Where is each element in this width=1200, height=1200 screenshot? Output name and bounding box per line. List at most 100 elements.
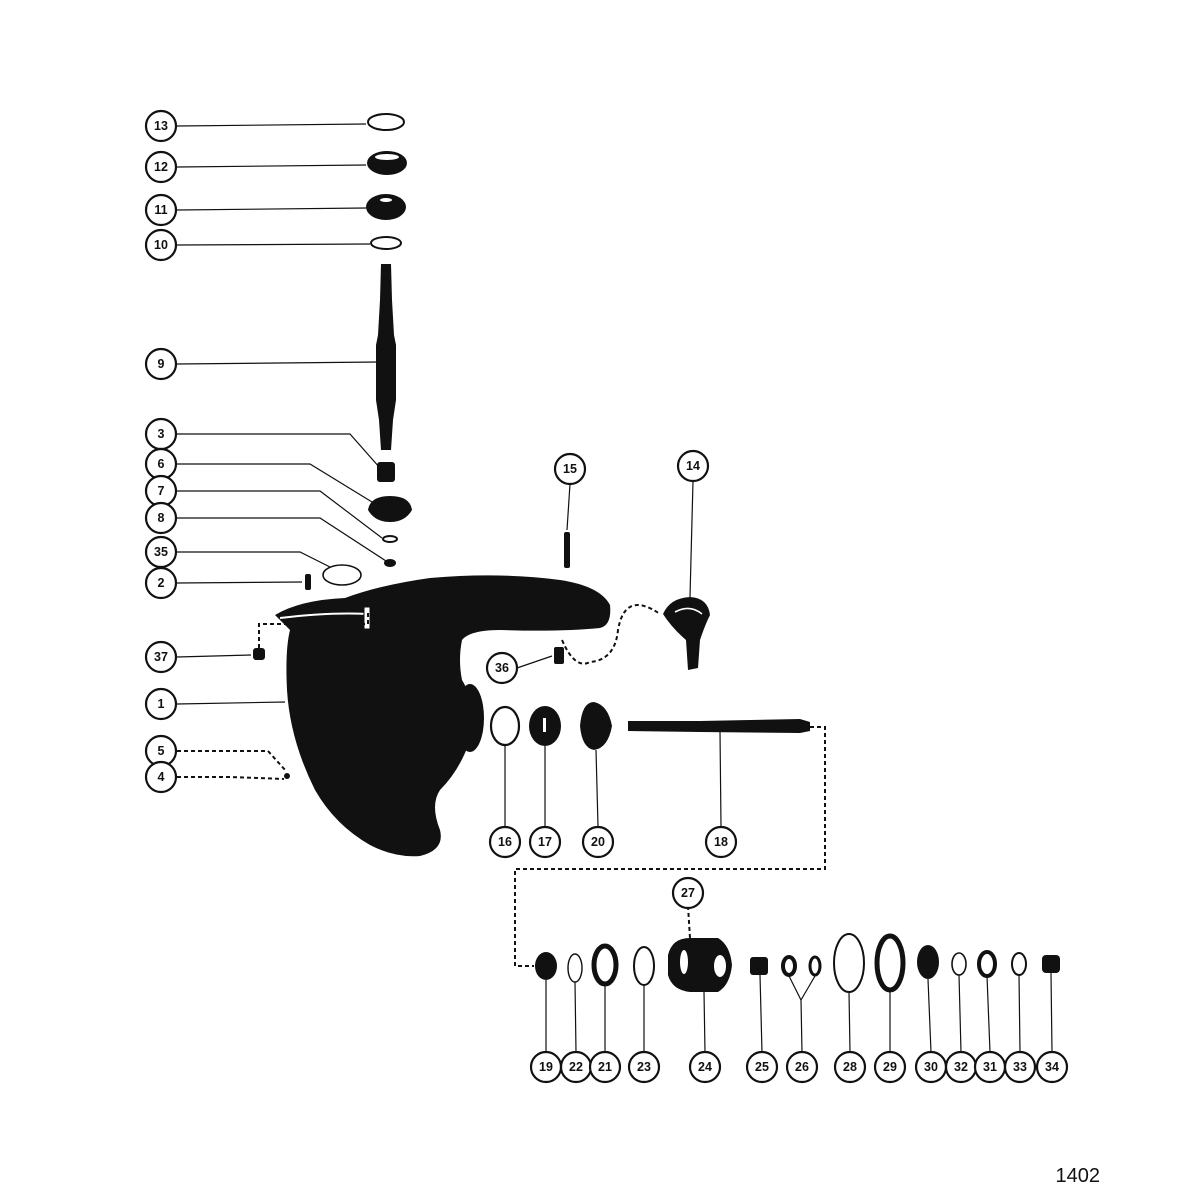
callout-18-label: 18 (714, 835, 728, 849)
callout-7: 7 (144, 474, 178, 508)
part-30-bearing (917, 945, 939, 979)
part-33-tab-washer (1011, 952, 1027, 976)
callout-4: 4 (144, 760, 178, 794)
callout-1: 1 (144, 687, 178, 721)
callout-28: 28 (833, 1050, 867, 1084)
callout-29-label: 29 (883, 1060, 897, 1074)
part-24-bearing-carrier (668, 938, 732, 992)
callout-13: 13 (144, 109, 178, 143)
callout-15: 15 (553, 452, 587, 486)
part-11-bearing (366, 194, 406, 220)
callout-8-label: 8 (158, 511, 165, 525)
callout-21-label: 21 (598, 1060, 612, 1074)
part-21-seal (591, 943, 619, 987)
callout-20-label: 20 (591, 835, 605, 849)
callout-27-label: 27 (681, 886, 695, 900)
callout-27: 27 (671, 876, 705, 910)
path-18-to-19 (514, 726, 826, 967)
callout-26-label: 26 (795, 1060, 809, 1074)
callout-25-label: 25 (755, 1060, 769, 1074)
part-9-drive-shaft (376, 264, 396, 450)
part-32-oring (951, 952, 967, 976)
callout-14: 14 (676, 449, 710, 483)
callout-31: 31 (973, 1050, 1007, 1084)
callout-11-label: 11 (154, 203, 167, 217)
callout-10: 10 (144, 228, 178, 262)
callout-28-label: 28 (843, 1060, 857, 1074)
parts (253, 113, 1060, 993)
part-29-seal (874, 933, 906, 993)
part-2-dowel-pin (305, 574, 311, 590)
part-14-cover (663, 597, 710, 670)
path-14-to-36 (561, 604, 661, 665)
part-23-oring (633, 946, 655, 986)
part-6-pinion-gear (368, 496, 412, 522)
leader-lines (176, 123, 1053, 1053)
part-12-bearing-cup (367, 151, 407, 175)
callout-34-label: 34 (1045, 1060, 1059, 1074)
callout-36: 36 (485, 651, 519, 685)
callout-23: 23 (627, 1050, 661, 1084)
callout-35: 35 (144, 535, 178, 569)
callout-8: 8 (144, 501, 178, 535)
callout-18: 18 (704, 825, 738, 859)
callout-35-label: 35 (154, 545, 168, 559)
callout-24-label: 24 (698, 1060, 712, 1074)
callout-5: 5 (144, 734, 178, 768)
callout-17-label: 17 (538, 835, 552, 849)
callout-30-label: 30 (924, 1060, 938, 1074)
part-18-propeller-shaft (628, 719, 810, 733)
callout-2-label: 2 (158, 576, 165, 590)
callout-20: 20 (581, 825, 615, 859)
callout-32-label: 32 (954, 1060, 968, 1074)
part-17-bearing (529, 706, 561, 746)
path-37-to-housing (258, 612, 369, 648)
callout-16: 16 (488, 825, 522, 859)
callout-29: 29 (873, 1050, 907, 1084)
callout-1-label: 1 (158, 697, 165, 711)
part-7-washer (382, 535, 398, 543)
callouts: 13 12 11 10 9 3 6 7 8 35 2 37 1 5 4 15 1… (144, 109, 1069, 1084)
callout-5-label: 5 (158, 744, 165, 758)
callout-12-label: 12 (154, 160, 168, 174)
housing-bearing-bore (456, 684, 484, 752)
callout-4-label: 4 (158, 770, 165, 784)
part-31-washer (977, 950, 997, 978)
callout-32: 32 (944, 1050, 978, 1084)
callout-15-label: 15 (563, 462, 577, 476)
callout-34: 34 (1035, 1050, 1069, 1084)
part-16-oring (489, 705, 521, 747)
callout-19-label: 19 (539, 1060, 553, 1074)
part-14-highlight (674, 607, 703, 615)
callout-33-label: 33 (1013, 1060, 1027, 1074)
callout-16-label: 16 (498, 835, 512, 849)
part-3-bearing (377, 462, 395, 482)
part-5-4-small-parts (284, 773, 290, 779)
figure-number: 1402 (1056, 1165, 1101, 1187)
callout-23-label: 23 (637, 1060, 651, 1074)
callout-31-label: 31 (983, 1060, 997, 1074)
callout-11: 11 (144, 193, 178, 227)
callout-24: 24 (688, 1050, 722, 1084)
callout-2: 2 (144, 566, 178, 600)
callout-10-label: 10 (154, 238, 168, 252)
callout-21: 21 (588, 1050, 622, 1084)
callout-22: 22 (559, 1050, 593, 1084)
callout-17: 17 (528, 825, 562, 859)
part-10-oring (370, 236, 402, 250)
part-8-nut (384, 559, 396, 567)
part-25-bearing (750, 957, 768, 975)
part-20-gear (580, 702, 612, 750)
callout-37-label: 37 (154, 650, 168, 664)
callout-9-label: 9 (158, 357, 165, 371)
callout-12: 12 (144, 150, 178, 184)
callout-7-label: 7 (158, 484, 165, 498)
part-19-nut (535, 952, 557, 980)
callout-25: 25 (745, 1050, 779, 1084)
callout-9: 9 (144, 347, 178, 381)
housing-boss (363, 606, 371, 630)
callout-37: 37 (144, 640, 178, 674)
callout-33: 33 (1003, 1050, 1037, 1084)
part-37-screw (253, 648, 265, 660)
